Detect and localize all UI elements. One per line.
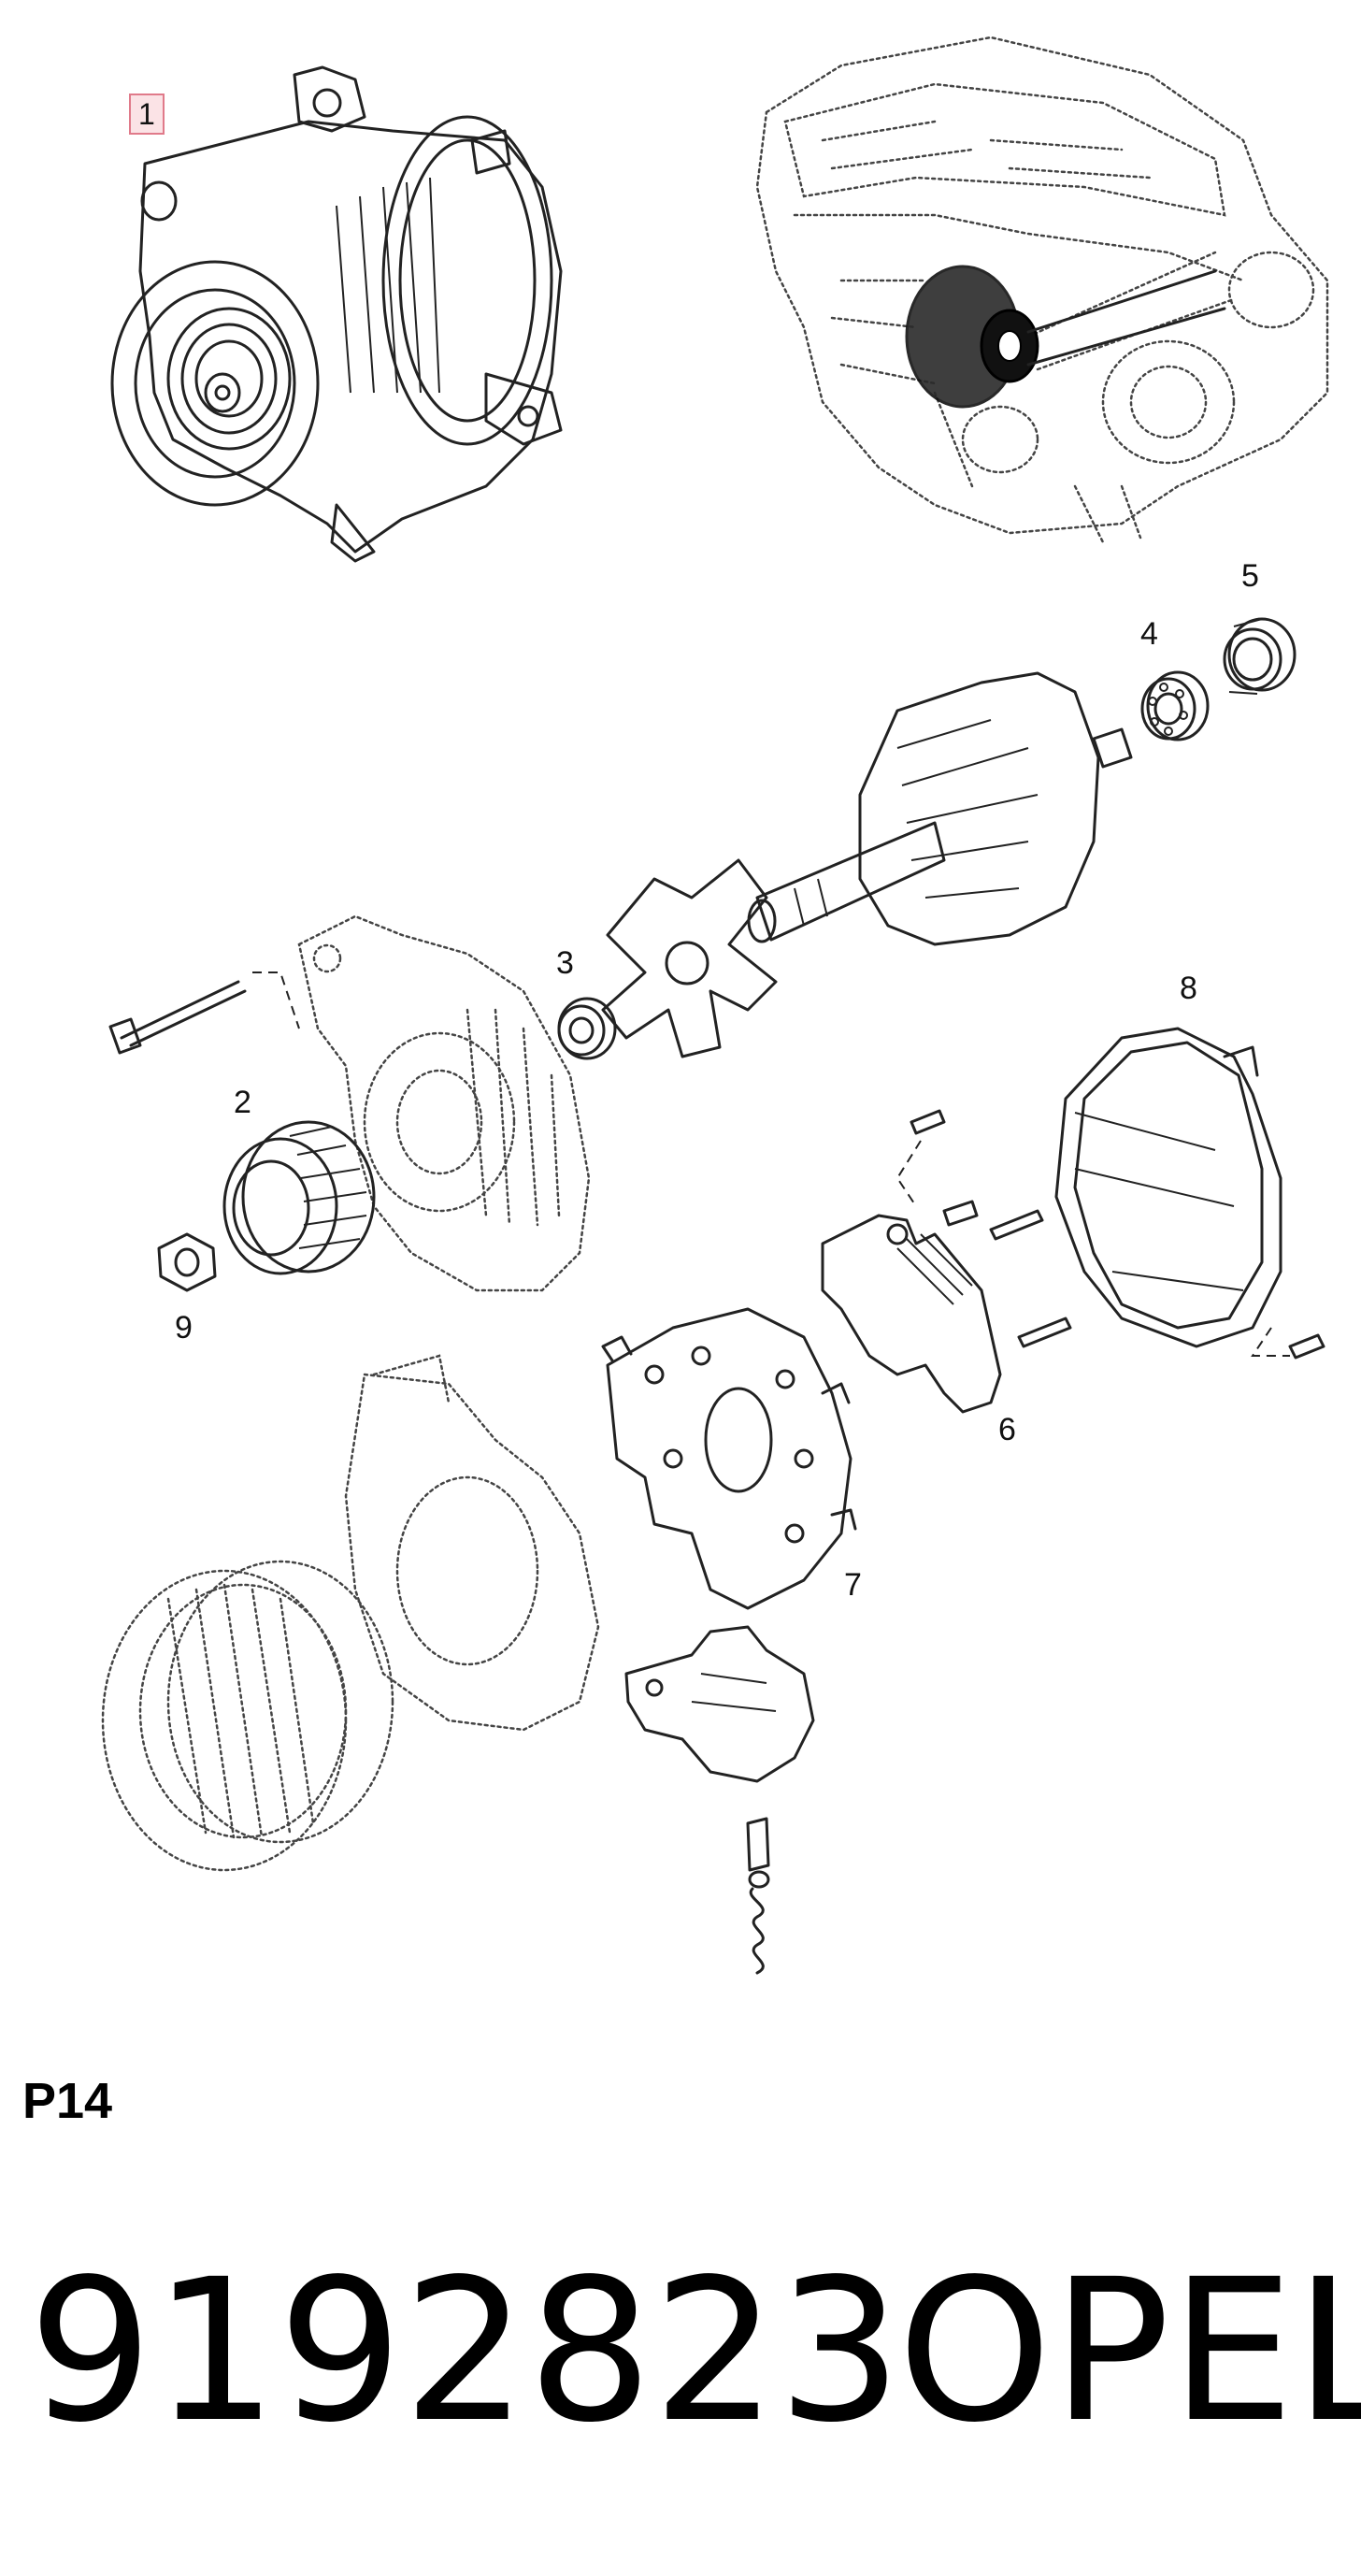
callout-7: 7 [844, 1567, 862, 1603]
alternator-assembly [110, 65, 563, 563]
brush-holder [624, 1625, 815, 1783]
callout-8: 8 [1180, 971, 1197, 1006]
callout-4: 4 [1140, 616, 1158, 652]
bearing-4 [1140, 670, 1210, 741]
callout-9: 9 [175, 1310, 193, 1346]
bearing-3 [557, 997, 617, 1060]
drive-end-housing [297, 914, 591, 1292]
stator-winding [101, 1560, 394, 1872]
brush-spring [746, 1817, 770, 1975]
callout-2: 2 [234, 1085, 251, 1120]
slip-ring-housing [344, 1354, 600, 1732]
pulley-2 [222, 1120, 376, 1275]
callout-5: 5 [1241, 558, 1259, 594]
brand-name: OPEL [897, 2237, 1361, 2466]
fan-blade [601, 858, 778, 1058]
nut-9 [157, 1232, 217, 1292]
screw-set [895, 1109, 1325, 1360]
engine-location-view [755, 36, 1329, 544]
part-number: 9192823 [28, 2237, 903, 2466]
callout-6: 6 [998, 1412, 1016, 1447]
diagram-code-label: P14 [22, 2073, 113, 2129]
voltage-regulator-6 [821, 1200, 1002, 1414]
callout-3: 3 [556, 945, 574, 981]
seal-ring-5 [1223, 617, 1297, 695]
rotor-shaft [747, 671, 1133, 946]
exploded-alternator-diagram [101, 36, 1329, 1975]
rear-cover-8 [1054, 1027, 1282, 1348]
callout-1: 1 [129, 94, 165, 135]
through-bolt [108, 971, 300, 1055]
rectifier-plate-7 [601, 1307, 857, 1610]
